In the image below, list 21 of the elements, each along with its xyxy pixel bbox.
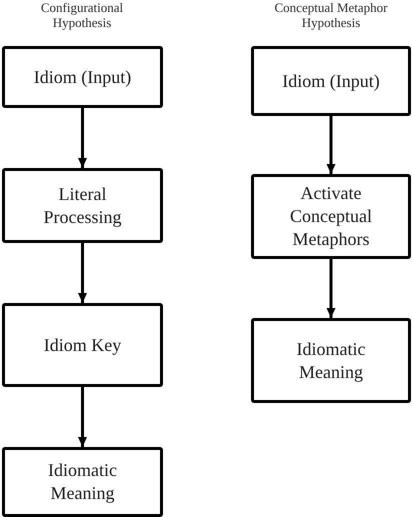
node-text: Idiom (Input) xyxy=(34,66,132,88)
process-box xyxy=(251,174,411,259)
process-box xyxy=(2,447,163,517)
arrow xyxy=(78,243,87,303)
node-text: Idiom (Input) xyxy=(282,70,380,92)
node-text: Idiomatic Meaning xyxy=(47,459,118,505)
column-heading: Configurational Hypothesis xyxy=(40,0,124,30)
process-box xyxy=(2,168,163,243)
process-box xyxy=(251,318,411,403)
node-text: Idiomatic Meaning xyxy=(296,338,366,384)
process-box xyxy=(2,303,163,387)
node-text: Idiom Key xyxy=(44,334,122,356)
process-box xyxy=(2,46,163,108)
column-heading: Conceptual Metaphor Hypothesis xyxy=(274,0,388,30)
node-text: Literal Processing xyxy=(42,182,122,228)
node-text: Activate Conceptual Metaphors xyxy=(289,182,373,251)
arrow xyxy=(78,108,87,168)
arrow xyxy=(326,116,336,174)
arrow xyxy=(78,387,87,447)
arrow xyxy=(326,259,336,318)
process-box xyxy=(251,46,411,116)
